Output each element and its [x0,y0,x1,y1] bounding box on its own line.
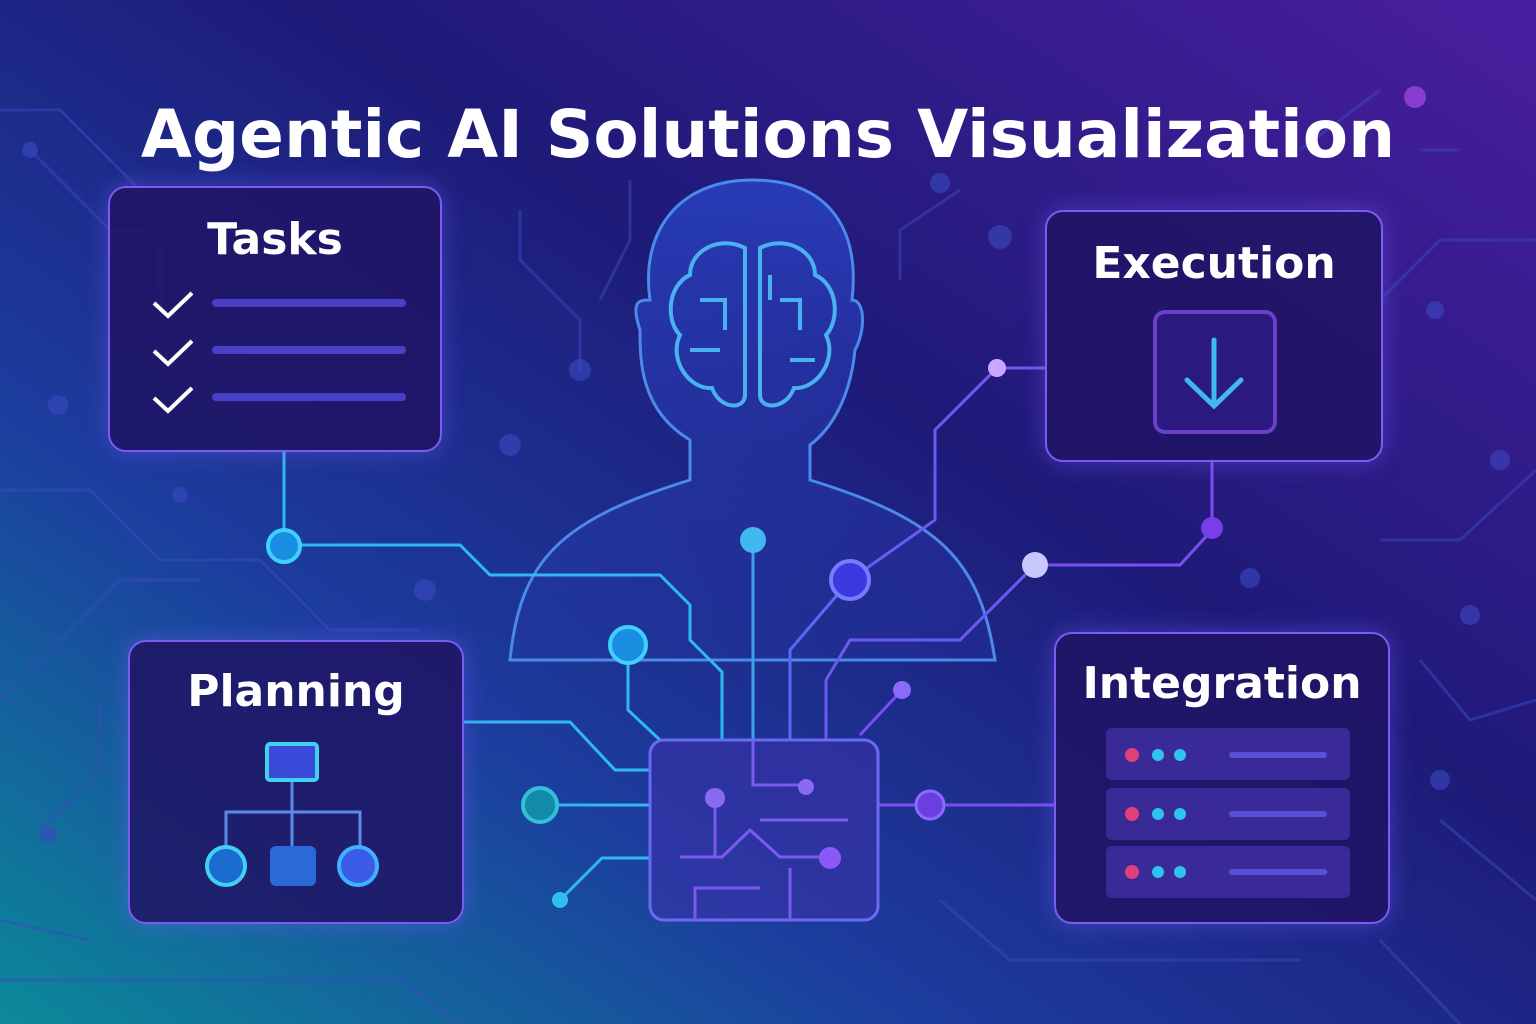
card-tasks-title: Tasks [207,214,343,265]
card-execution-title: Execution [1092,238,1336,289]
circuit-traces-bg [0,88,1536,1024]
card-planning: Planning [128,640,464,924]
server-row [1106,846,1350,898]
card-integration: Integration [1054,632,1390,924]
human-head-silhouette [508,178,997,662]
download-arrow-icon [1153,310,1277,434]
processor-chip [648,738,880,922]
node-dot [1404,86,1426,108]
brain-icon [668,241,837,408]
server-stack-icon [1106,728,1350,898]
card-integration-title: Integration [1082,658,1362,709]
server-row [1106,788,1350,840]
circuit-nodes-bg [22,142,1510,844]
card-planning-title: Planning [187,666,405,717]
card-tasks: Tasks [108,186,442,452]
hierarchy-icon [205,742,379,887]
checklist-icon [152,291,406,414]
connection-lines [282,366,1214,902]
page-title: Agentic AI Solutions Visualization [140,96,1396,174]
card-execution: Execution [1045,210,1383,462]
server-row [1106,728,1350,780]
connection-nodes [266,359,1223,908]
